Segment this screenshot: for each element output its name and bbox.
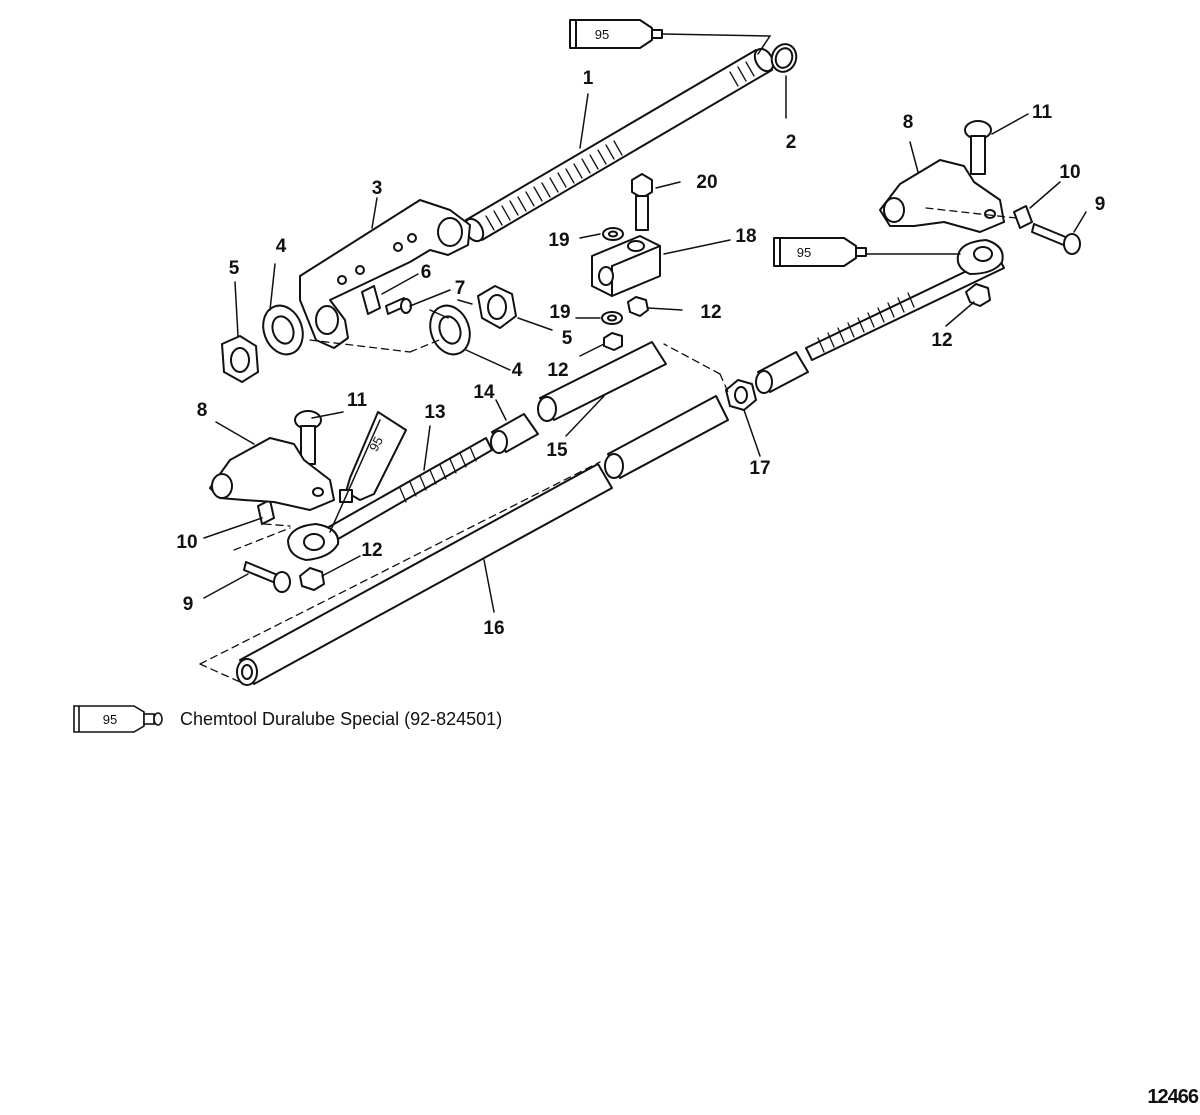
callout-12-center-b: 12 [547, 360, 568, 381]
part-10-clip-left [257, 499, 275, 525]
callout-15: 15 [546, 440, 568, 461]
callout-16: 16 [483, 618, 504, 639]
callout-5-left: 5 [229, 258, 240, 279]
leader-lines [203, 33, 1087, 613]
part-15-sleeve [537, 341, 667, 422]
dashed-alignment-lines [199, 207, 1017, 683]
part-8-mount-left [209, 437, 335, 511]
callout-8-left: 8 [197, 400, 208, 421]
legend-text: Chemtool Duralube Special (92-824501) [180, 708, 503, 729]
callout-10-left: 10 [176, 532, 197, 553]
callout-18: 18 [735, 226, 756, 247]
part-15-sleeve-lower [604, 395, 729, 479]
part-14-sleeve [490, 413, 539, 454]
callout-11-left: 11 [347, 390, 368, 411]
part-2-ring [770, 43, 798, 73]
part-12-nut-left [299, 567, 325, 591]
drawing-id: 12466 [1147, 1086, 1199, 1108]
part-19-washer-lower [601, 311, 623, 325]
callout-4-right: 4 [512, 360, 523, 381]
part-7-screw [385, 297, 412, 315]
callout-12-center-a: 12 [700, 302, 721, 323]
lubricant-tube-right [773, 237, 867, 267]
lubricant-tube-left-number: 95 [366, 434, 386, 454]
sleeve-right [755, 351, 809, 394]
callout-10-right: 10 [1059, 162, 1080, 183]
lubricant-tube-top-number: 95 [595, 27, 609, 42]
lubricant-tube-right-number: 95 [797, 245, 811, 260]
callout-5-right: 5 [562, 328, 573, 349]
callout-6: 6 [421, 262, 432, 283]
callout-17: 17 [749, 458, 770, 479]
lubricant-tube-top [569, 19, 663, 49]
part-12-nut-center-a [627, 296, 649, 317]
tie-rod-end-right [805, 239, 1005, 361]
part-18-clamp-block [591, 235, 661, 297]
part-10-clip-right [1013, 205, 1033, 229]
part-5-nut-left [221, 335, 259, 383]
part-6-clip [361, 285, 381, 315]
part-17-nut [725, 379, 757, 411]
part-12-nut-right [965, 283, 991, 307]
callout-19-upper: 19 [548, 230, 569, 251]
callout-4-left: 4 [276, 236, 287, 257]
callout-12-left: 12 [361, 540, 382, 561]
part-11-bolt-right [964, 120, 992, 175]
part-16-tube [236, 463, 613, 686]
callout-13: 13 [424, 402, 445, 423]
callout-9-right: 9 [1095, 194, 1106, 215]
part-5-nut-right [477, 285, 517, 329]
part-13-tie-rod [287, 437, 493, 561]
callout-labels: 1 2 3 4 4 5 5 6 7 8 8 9 9 10 10 11 11 12… [176, 68, 1105, 639]
part-12-nut-center-b [603, 332, 623, 351]
part-3-bracket [299, 199, 471, 349]
callout-3: 3 [372, 178, 383, 199]
part-11-bolt-left [294, 410, 322, 465]
part-20-bolt [631, 173, 653, 231]
callout-9-left: 9 [183, 594, 194, 615]
callout-2: 2 [786, 132, 797, 153]
lubricant-legend: 95 Chemtool Duralube Special (92-824501) [72, 704, 502, 734]
callout-20: 20 [696, 172, 717, 193]
part-4-washer-left [262, 304, 304, 356]
part-9-bolt-right [1031, 223, 1081, 255]
part-1-threaded-rod [463, 47, 775, 243]
part-9-bolt-left [243, 561, 291, 593]
callout-12-right: 12 [931, 330, 952, 351]
callout-19-lower: 19 [549, 302, 570, 323]
callout-8-right: 8 [903, 112, 914, 133]
part-4-washer-right [429, 304, 471, 356]
callout-11-right: 11 [1032, 102, 1053, 123]
part-8-mount-right [879, 159, 1005, 233]
callout-14: 14 [473, 382, 495, 403]
callout-7: 7 [455, 278, 466, 299]
part-19-washer-upper [602, 227, 624, 241]
callout-1: 1 [583, 68, 594, 89]
lubricant-tube-icon: 95 [73, 705, 163, 733]
legend-tube-number: 95 [103, 712, 117, 727]
